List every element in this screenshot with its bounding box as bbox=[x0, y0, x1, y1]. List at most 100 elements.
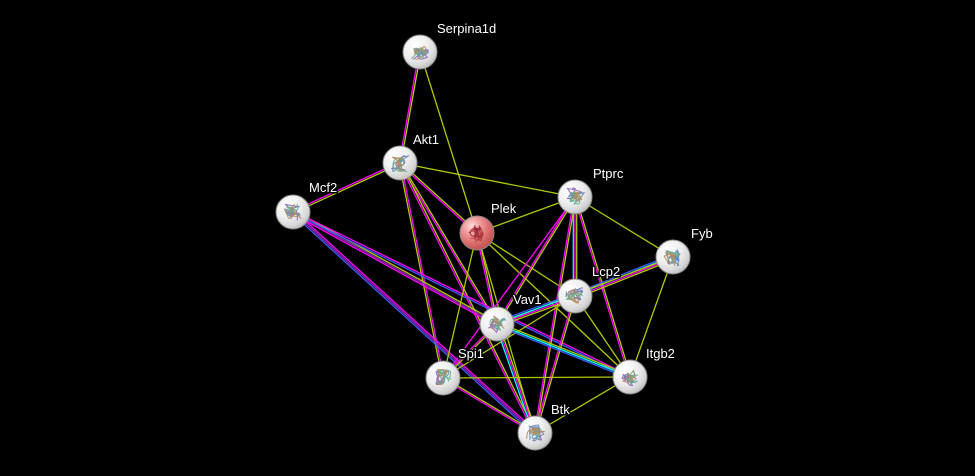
node-label-spi1: Spi1 bbox=[458, 346, 484, 361]
edge-line-magenta bbox=[291, 212, 497, 327]
node-label-btk: Btk bbox=[551, 402, 570, 417]
edge-line-green bbox=[400, 162, 499, 324]
node-serpina1d[interactable] bbox=[402, 34, 438, 70]
edge-line-magenta bbox=[533, 295, 575, 433]
edge-line-purple bbox=[292, 211, 536, 434]
edge-serpina1d-akt1[interactable] bbox=[398, 51, 422, 164]
edge-line-green bbox=[419, 51, 478, 234]
edge-lcp2-btk[interactable] bbox=[533, 295, 577, 434]
edge-ptprc-spi1[interactable] bbox=[442, 196, 576, 379]
edge-line-green bbox=[497, 321, 631, 377]
edge-line-blue bbox=[573, 253, 673, 295]
protein-structure-thumbnail bbox=[283, 203, 302, 221]
structure-strand bbox=[283, 203, 302, 220]
node-label-ptprc: Ptprc bbox=[593, 166, 624, 181]
edge-ptprc-btk[interactable] bbox=[533, 196, 577, 434]
node-plek[interactable] bbox=[459, 215, 495, 251]
edge-line-magenta bbox=[573, 197, 630, 378]
edge-ptprc-fyb[interactable] bbox=[574, 196, 674, 258]
edge-line-green bbox=[442, 232, 478, 379]
structure-strand bbox=[472, 224, 484, 243]
node-ptprc[interactable] bbox=[557, 179, 593, 215]
edge-line-magenta bbox=[575, 257, 674, 298]
node-fyb[interactable] bbox=[655, 239, 691, 275]
structure-strand bbox=[436, 368, 448, 385]
structure-strand bbox=[621, 370, 636, 384]
edge-line-magenta bbox=[442, 378, 535, 435]
structure-strand bbox=[532, 426, 543, 440]
edge-mcf2-vav1[interactable] bbox=[291, 209, 499, 327]
edge-plek-spi1[interactable] bbox=[442, 232, 478, 379]
edge-line-magenta bbox=[533, 196, 575, 434]
edge-line-green bbox=[497, 197, 577, 325]
edge-line-magenta bbox=[292, 161, 400, 212]
edge-line-cyan bbox=[494, 324, 535, 434]
node-vav1[interactable] bbox=[479, 306, 515, 342]
node-label-itgb2: Itgb2 bbox=[646, 346, 675, 361]
edge-lcp2-spi1[interactable] bbox=[442, 295, 576, 379]
edge-line-magenta bbox=[442, 196, 576, 379]
edge-mcf2-itgb2[interactable] bbox=[292, 210, 631, 379]
edge-akt1-mcf2[interactable] bbox=[292, 161, 401, 214]
structure-strand bbox=[526, 427, 546, 439]
protein-structure-thumbnail bbox=[488, 315, 507, 334]
protein-structure-thumbnail bbox=[526, 424, 546, 442]
protein-structure-thumbnail bbox=[411, 46, 429, 61]
edge-akt1-vav1[interactable] bbox=[398, 162, 499, 325]
edge-line-green bbox=[293, 163, 401, 214]
node-mcf2[interactable] bbox=[275, 194, 311, 230]
edge-line-blue bbox=[496, 324, 630, 380]
structure-strand bbox=[670, 249, 680, 267]
edge-ptprc-vav1[interactable] bbox=[495, 196, 577, 325]
edge-line-green bbox=[400, 52, 422, 164]
edge-mcf2-btk[interactable] bbox=[291, 210, 537, 435]
node-lcp2[interactable] bbox=[557, 278, 593, 314]
protein-structure-thumbnail bbox=[566, 187, 586, 205]
node-spi1[interactable] bbox=[425, 360, 461, 396]
structure-strand bbox=[528, 424, 545, 442]
edge-line-magenta bbox=[496, 323, 536, 434]
edge-line-green bbox=[442, 295, 576, 379]
node-btk[interactable] bbox=[517, 415, 553, 451]
edge-btk-itgb2[interactable] bbox=[534, 376, 631, 434]
protein-structure-thumbnail bbox=[435, 368, 452, 386]
node-akt1[interactable] bbox=[382, 145, 418, 181]
edge-spi1-itgb2[interactable] bbox=[442, 376, 631, 379]
edge-line-green bbox=[442, 376, 631, 379]
edge-line-magenta bbox=[398, 51, 420, 163]
edge-vav1-itgb2[interactable] bbox=[496, 321, 631, 380]
edge-akt1-ptprc[interactable] bbox=[399, 162, 576, 198]
edge-line-green bbox=[535, 296, 577, 434]
node-label-lcp2: Lcp2 bbox=[592, 264, 620, 279]
protein-structure-thumbnail bbox=[468, 224, 485, 243]
edge-line-green bbox=[575, 258, 675, 300]
protein-structure-thumbnail bbox=[621, 369, 639, 386]
edge-line-magenta bbox=[400, 162, 445, 378]
edge-line-magenta bbox=[293, 210, 631, 377]
protein-structure-thumbnail bbox=[564, 287, 584, 304]
edge-fyb-itgb2[interactable] bbox=[629, 256, 674, 378]
edge-line-green bbox=[574, 196, 674, 258]
structure-strand bbox=[567, 287, 580, 304]
node-itgb2[interactable] bbox=[612, 359, 648, 395]
structure-strand bbox=[490, 315, 505, 331]
edge-spi1-btk[interactable] bbox=[442, 376, 536, 435]
edge-line-magenta bbox=[293, 210, 537, 433]
protein-structure-thumbnail bbox=[391, 155, 411, 173]
edge-line-blue bbox=[291, 212, 535, 435]
edge-line-purple bbox=[292, 211, 498, 325]
edge-line-green bbox=[534, 376, 631, 434]
node-sphere bbox=[557, 278, 593, 314]
edge-line-blue bbox=[292, 212, 630, 379]
node-label-serpina1d: Serpina1d bbox=[437, 21, 496, 36]
edge-serpina1d-plek[interactable] bbox=[419, 51, 478, 234]
structure-strand bbox=[571, 191, 583, 202]
node-label-akt1: Akt1 bbox=[413, 132, 439, 147]
edge-line-green bbox=[293, 209, 499, 324]
edge-line-green bbox=[535, 196, 577, 434]
node-label-mcf2: Mcf2 bbox=[309, 180, 337, 195]
structure-strand bbox=[392, 156, 403, 172]
protein-structure-thumbnail bbox=[663, 249, 681, 267]
